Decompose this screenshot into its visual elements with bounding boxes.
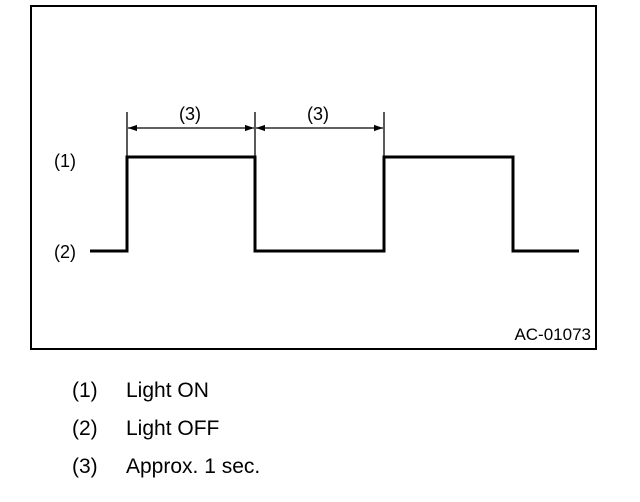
legend-number: (2) (72, 417, 98, 440)
legend-item: (2) Light OFF (72, 414, 260, 452)
signal-waveform (90, 155, 579, 253)
legend-number: (1) (72, 379, 98, 402)
interval-label-2: (3) (307, 104, 329, 124)
interval-label-1: (3) (179, 104, 201, 124)
legend-item: (3) Approx. 1 sec. (72, 452, 260, 490)
timing-diagram: (3) (3) (1) (2) (54, 104, 579, 262)
legend-number: (3) (72, 455, 98, 478)
level-on-label: (1) (54, 151, 76, 171)
legend: (1) Light ON (2) Light OFF (3) Approx. 1 se… (72, 376, 260, 490)
timing-diagram-frame: (3) (3) (1) (2) AC-01073 (30, 5, 597, 350)
legend-text: Light OFF (126, 417, 220, 440)
legend-text: Light ON (126, 379, 209, 402)
legend-text: Approx. 1 sec. (126, 455, 261, 478)
level-off-label: (2) (54, 242, 76, 262)
figure-code: AC-01073 (514, 325, 591, 344)
legend-item: (1) Light ON (72, 376, 260, 414)
